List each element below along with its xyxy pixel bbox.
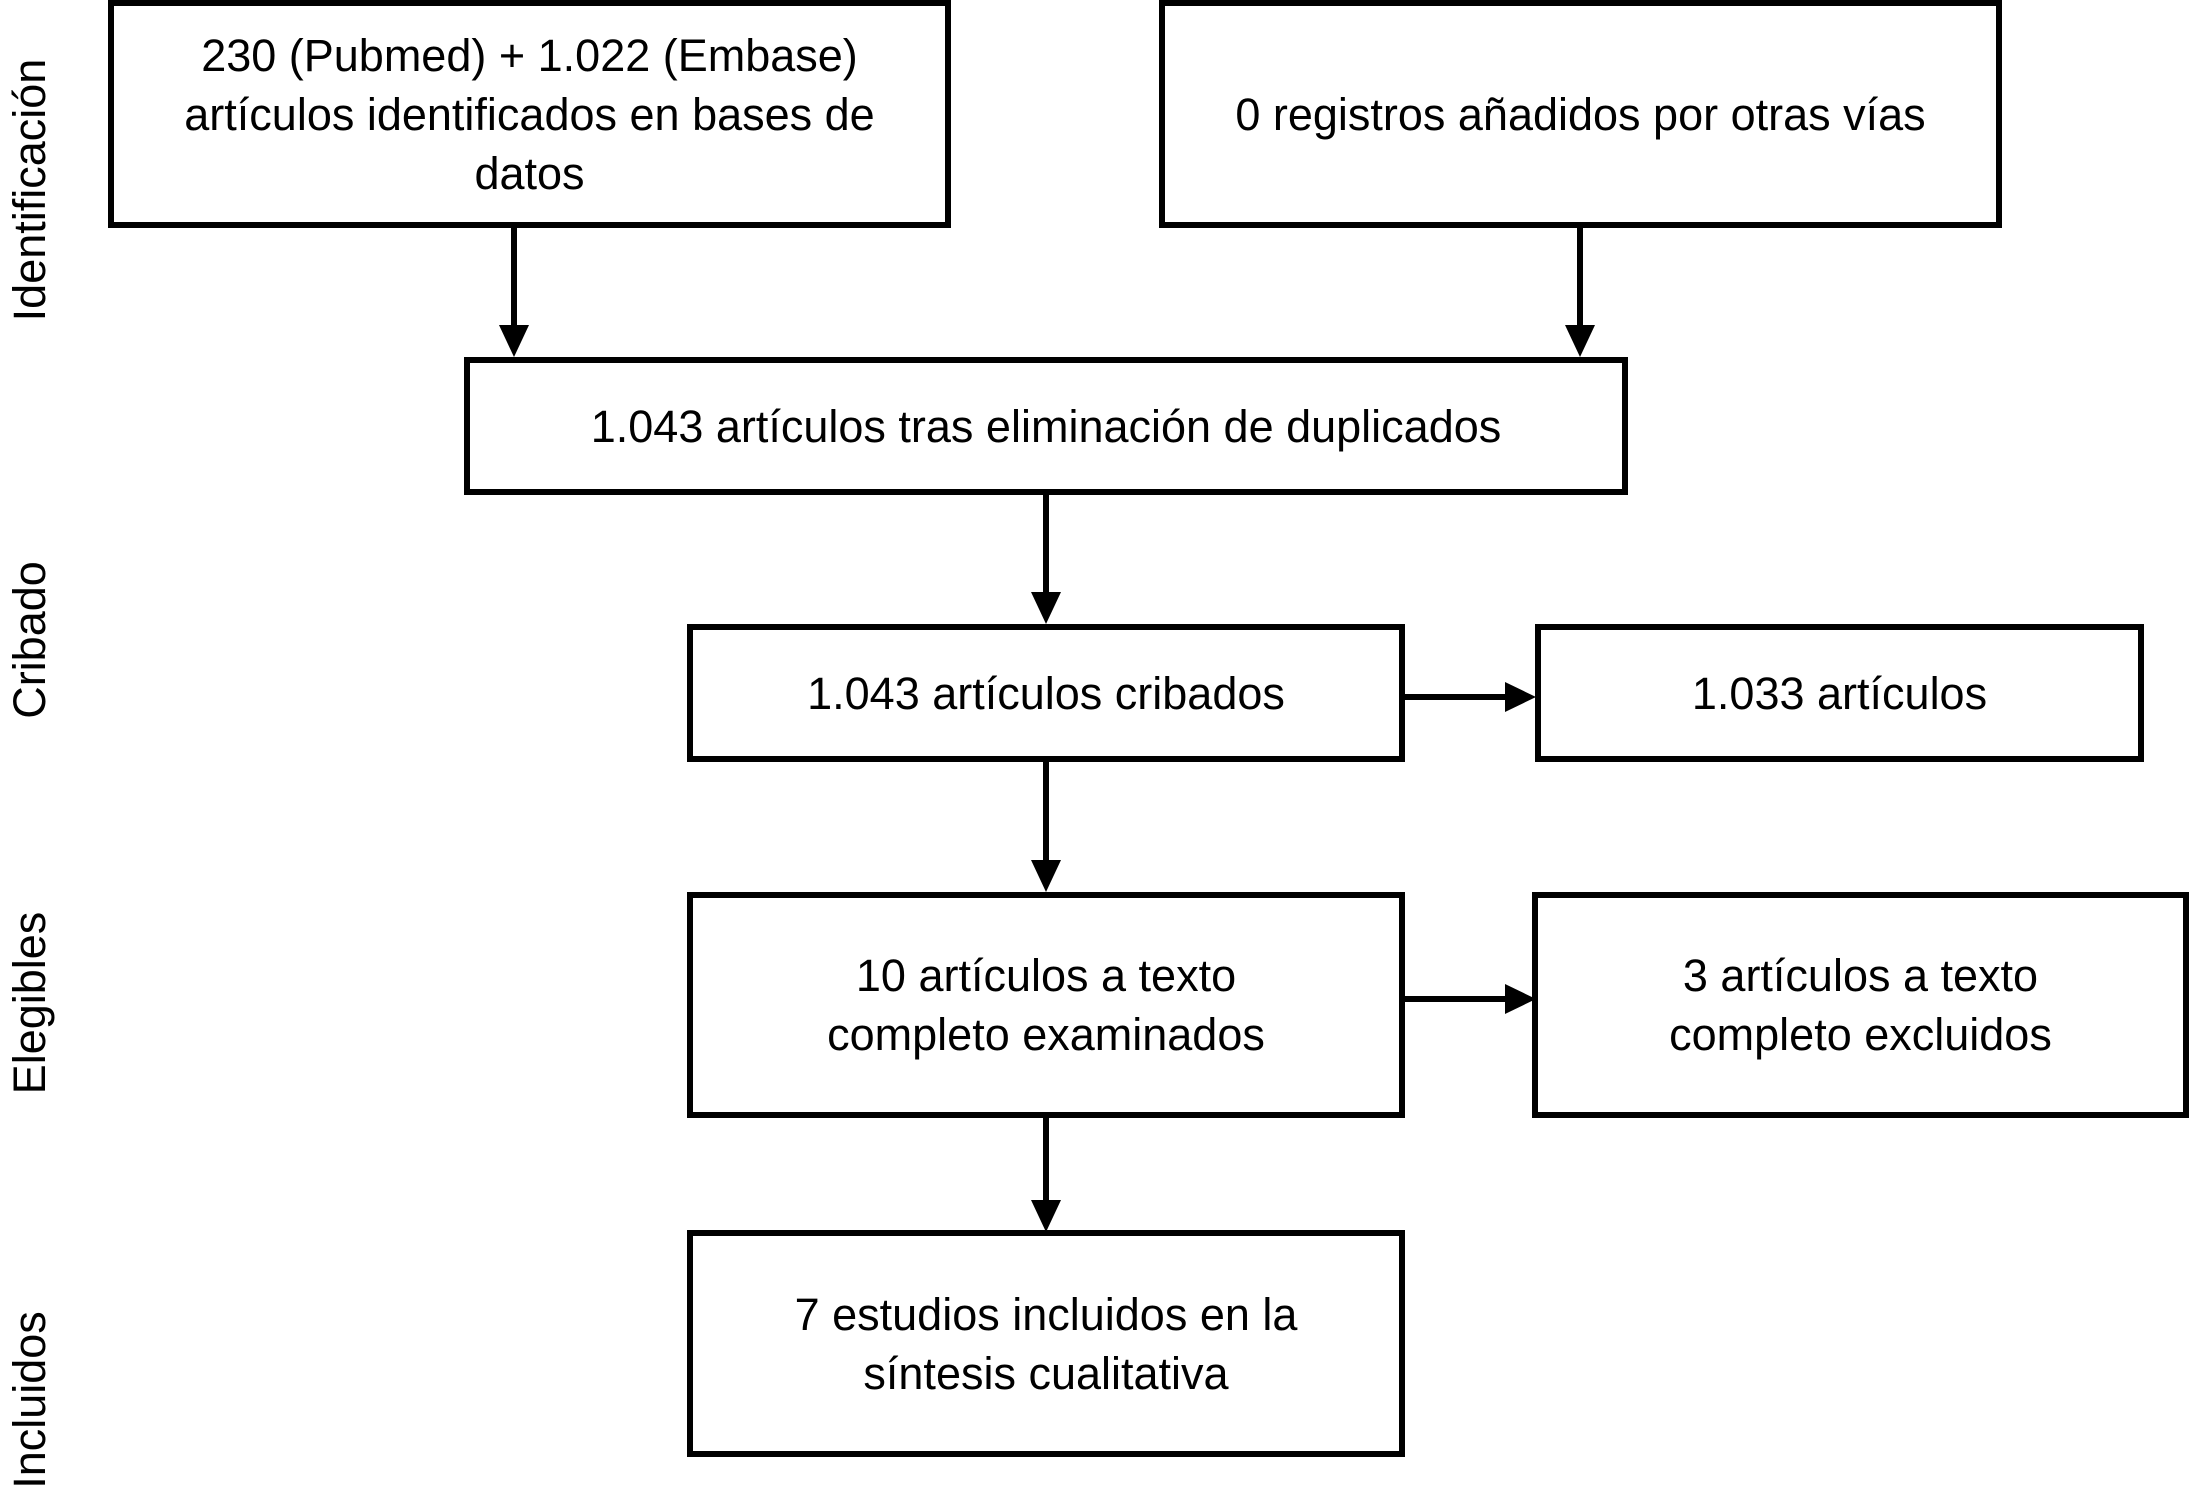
box-other-sources: 0 registros añadidos por otras vías — [1159, 0, 2002, 228]
arrowhead-fulltext-to-included — [1031, 1200, 1061, 1232]
box-after-duplicates: 1.043 artículos tras eliminación de dupl… — [464, 357, 1628, 495]
arrowhead-other-to-dedup — [1565, 325, 1595, 357]
full-text-assessed-text: 10 artículos a texto completo examinados — [827, 950, 1265, 1060]
box-screened: 1.043 artículos cribados — [687, 624, 1405, 762]
arrowhead-fulltext-to-excluded — [1505, 984, 1536, 1014]
screened-text: 1.043 artículos cribados — [807, 667, 1285, 719]
full-text-excluded-text: 3 artículos a texto completo excluidos — [1669, 950, 2052, 1060]
arrowhead-screened-to-excluded — [1505, 682, 1536, 712]
arrowhead-screened-to-fulltext — [1031, 860, 1061, 892]
box-included-studies: 7 estudios incluidos en la síntesis cual… — [687, 1230, 1405, 1457]
included-studies-text: 7 estudios incluidos en la síntesis cual… — [794, 1288, 1298, 1399]
box-excluded-screening: 1.033 artículos — [1535, 624, 2144, 762]
after-duplicates-text: 1.043 artículos tras eliminación de dupl… — [590, 400, 1502, 452]
box-database-records: 230 (Pubmed) + 1.022 (Embase) artículos … — [108, 0, 951, 228]
arrowhead-dedup-to-screened — [1031, 592, 1061, 624]
excluded-screening-text: 1.033 artículos — [1691, 667, 1988, 719]
arrowhead-database-to-dedup — [499, 325, 529, 357]
box-full-text-assessed: 10 artículos a texto completo examinados — [687, 892, 1405, 1118]
database-records-text: 230 (Pubmed) + 1.022 (Embase) artículos … — [184, 29, 875, 199]
other-sources-text: 0 registros añadidos por otras vías — [1235, 88, 1926, 140]
box-full-text-excluded: 3 artículos a texto completo excluidos — [1532, 892, 2189, 1118]
